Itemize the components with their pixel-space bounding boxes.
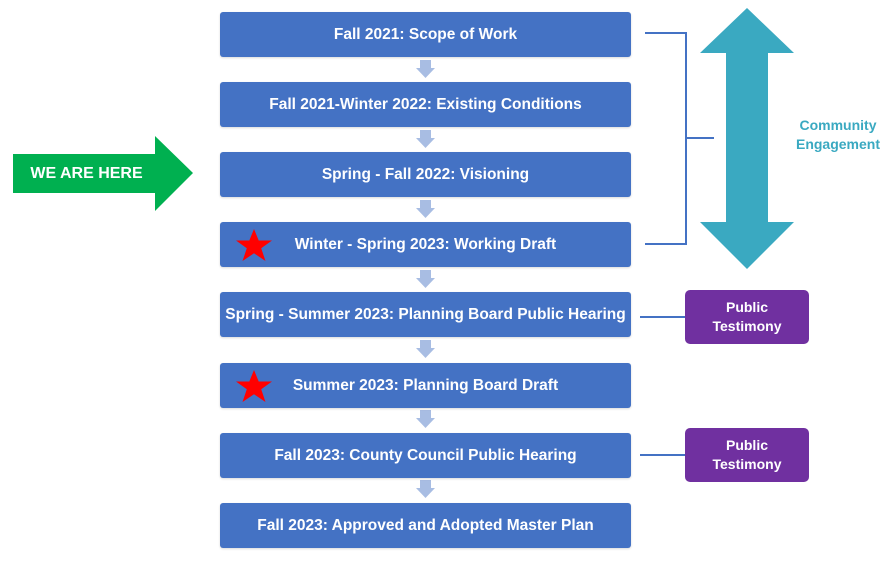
step-visioning: Spring - Fall 2022: Visioning [220, 152, 631, 197]
step-approved-adopted-master-plan: Fall 2023: Approved and Adopted Master P… [220, 503, 631, 548]
step-label: Spring - Fall 2022: Visioning [321, 165, 530, 183]
step-label: Winter - Spring 2023: Working Draft [294, 235, 557, 253]
step-label: Fall 2021: Scope of Work [333, 25, 518, 43]
public-testimony-label: Public Testimony [712, 437, 782, 472]
community-engagement-label: Community Engagement [795, 117, 880, 152]
down-arrow-icon [416, 60, 435, 78]
community-engagement-double-arrow [700, 8, 794, 269]
public-testimony-box-1: Public Testimony [685, 290, 809, 344]
we-are-here-label: WE ARE HERE [30, 165, 143, 182]
community-engagement-bracket [645, 32, 714, 245]
down-arrow-icon [416, 270, 435, 288]
down-arrow-icon [416, 410, 435, 428]
down-arrow-icon [416, 130, 435, 148]
step-label: Fall 2023: County Council Public Hearing [274, 446, 577, 464]
step-county-council-public-hearing: Fall 2023: County Council Public Hearing [220, 433, 631, 478]
step-scope-of-work: Fall 2021: Scope of Work [220, 12, 631, 57]
we-are-here-arrow [13, 136, 193, 211]
step-existing-conditions: Fall 2021-Winter 2022: Existing Conditio… [220, 82, 631, 127]
star-icon [236, 370, 272, 402]
step-planning-board-public-hearing: Spring - Summer 2023: Planning Board Pub… [220, 292, 631, 337]
step-label: Summer 2023: Planning Board Draft [292, 376, 559, 394]
step-label: Fall 2021-Winter 2022: Existing Conditio… [269, 95, 582, 113]
down-arrow-icon [416, 480, 435, 498]
step-working-draft: Winter - Spring 2023: Working Draft [220, 222, 631, 267]
star-icon [236, 229, 272, 261]
step-label: Fall 2023: Approved and Adopted Master P… [257, 516, 594, 534]
public-testimony-label: Public Testimony [712, 299, 782, 334]
down-arrow-icon [416, 200, 435, 218]
down-arrow-icon [416, 340, 435, 358]
step-label: Spring - Summer 2023: Planning Board Pub… [225, 305, 626, 323]
step-planning-board-draft: Summer 2023: Planning Board Draft [220, 363, 631, 408]
public-testimony-box-2: Public Testimony [685, 428, 809, 482]
